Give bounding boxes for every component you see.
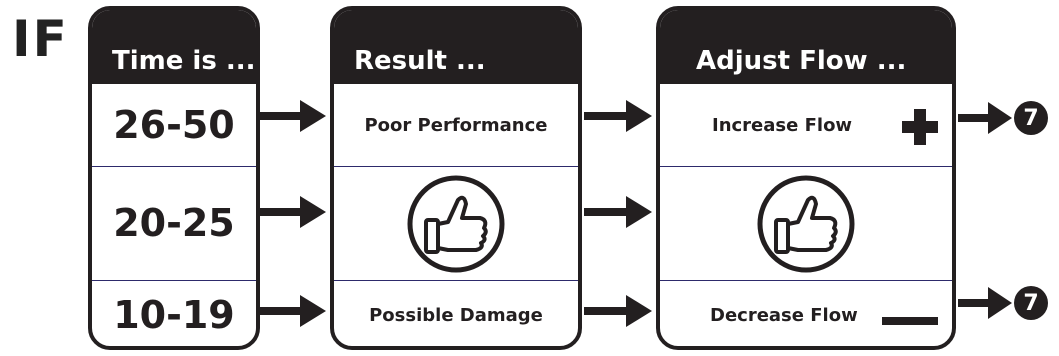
- divider: [660, 166, 952, 167]
- result-card: Result ... Poor Performance Possible Dam…: [330, 6, 582, 350]
- arrow-right-icon: [584, 196, 652, 228]
- result-text-3: Possible Damage: [369, 304, 543, 326]
- adjust-row-3: Decrease Flow: [660, 282, 952, 346]
- adjust-text-3: Decrease Flow: [710, 304, 858, 326]
- divider: [334, 280, 578, 281]
- result-header: Result ...: [334, 10, 578, 84]
- arrow-right-icon: [260, 100, 326, 132]
- arrow-right-icon: [260, 196, 326, 228]
- time-row-1: 26-50: [92, 84, 256, 166]
- result-row-1: Poor Performance: [334, 84, 578, 166]
- arrow-right-icon: [958, 287, 1012, 319]
- adjust-text-1: Increase Flow: [712, 114, 853, 136]
- time-value-3: 10-19: [113, 293, 235, 337]
- thumbs-up-icon: [407, 175, 505, 273]
- minus-icon: [882, 317, 938, 325]
- step-badge[interactable]: 7: [1014, 101, 1048, 135]
- adjust-row-2: [660, 168, 952, 280]
- arrow-right-icon: [584, 100, 652, 132]
- arrow-right-icon: [260, 295, 326, 327]
- step-badge[interactable]: 7: [1014, 286, 1048, 320]
- thumbs-up-icon: [757, 175, 855, 273]
- time-card: Time is ... 26-50 20-25 10-19: [88, 6, 260, 350]
- result-row-2: [334, 168, 578, 280]
- plus-icon: [902, 109, 938, 145]
- divider: [92, 166, 256, 167]
- if-label: IF: [12, 10, 69, 68]
- time-row-2: 20-25: [92, 168, 256, 278]
- adjust-header: Adjust Flow ...: [660, 10, 952, 84]
- time-header: Time is ...: [92, 10, 256, 84]
- divider: [660, 280, 952, 281]
- arrow-right-icon: [958, 102, 1012, 134]
- time-row-3: 10-19: [92, 282, 256, 346]
- result-text-1: Poor Performance: [364, 114, 548, 136]
- adjust-card: Adjust Flow ... Increase Flow Decrease F…: [656, 6, 956, 350]
- divider: [92, 280, 256, 281]
- time-value-2: 20-25: [113, 201, 235, 245]
- arrow-right-icon: [584, 295, 652, 327]
- divider: [334, 166, 578, 167]
- adjust-row-1: Increase Flow: [660, 84, 952, 166]
- result-row-3: Possible Damage: [334, 282, 578, 346]
- time-value-1: 26-50: [113, 103, 235, 147]
